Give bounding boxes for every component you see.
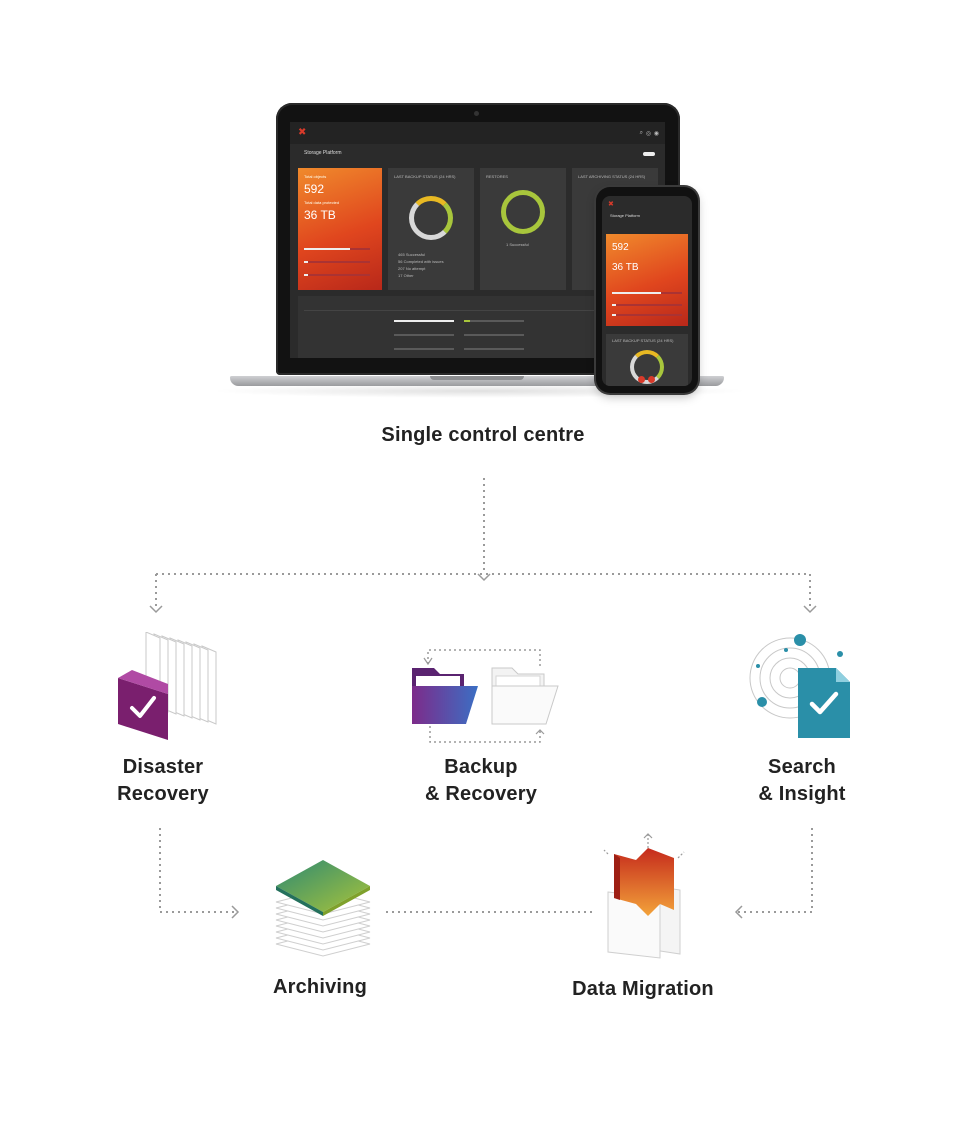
backup-recovery-icon: [406, 646, 566, 746]
search-insight-icon: [748, 632, 858, 744]
backup-recovery-label: Backup & Recovery: [401, 754, 561, 808]
archiving-label: Archiving: [240, 974, 400, 1001]
data-migration-label: Data Migration: [543, 976, 743, 1003]
search-insight-label: Search & Insight: [722, 754, 882, 808]
disaster-recovery-icon: [112, 632, 222, 746]
disaster-recovery-label: Disaster Recovery: [83, 754, 243, 808]
data-migration-icon: [600, 832, 690, 962]
archiving-icon: [270, 852, 376, 962]
